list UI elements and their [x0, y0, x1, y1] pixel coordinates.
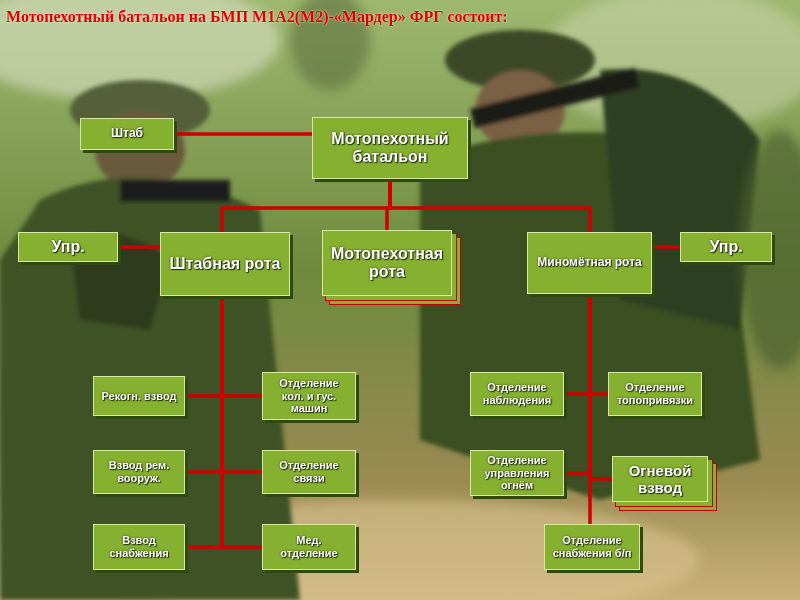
org-box: Отделение снабжения б/п [544, 524, 640, 570]
box-label: Мед. отделение [267, 534, 351, 559]
org-box: Штаб [80, 118, 174, 150]
org-box: Рекогн. взвод [93, 376, 185, 416]
connector [185, 296, 222, 472]
box-label: Отделение управления огнём [475, 454, 559, 492]
connector [185, 296, 222, 396]
org-box: Штабная рота [160, 232, 290, 296]
box-label: Упр. [51, 238, 84, 256]
box-label: Упр. [709, 238, 742, 256]
connector [222, 296, 262, 547]
org-box: Отделение связи [262, 450, 356, 494]
box-label: Миномётная рота [537, 256, 641, 270]
box-label: Отделение кол. и гус. машин [267, 377, 351, 415]
org-box: Мед. отделение [262, 524, 356, 570]
box-label: Штабная рота [170, 255, 281, 273]
box-label: Мотопехотная рота [327, 245, 447, 282]
connector [222, 296, 262, 396]
connector [222, 179, 390, 232]
connector [590, 294, 608, 394]
box-label: Огневой взвод [617, 462, 703, 497]
title: Мотопехотный батальон на БМП М1А2(М2)-«М… [6, 8, 508, 26]
org-box: Взвод снабжения [93, 524, 185, 570]
box-label: Мотопехотный батальон [317, 130, 463, 167]
connector [222, 296, 262, 472]
box-label: Отделение топопривязки [613, 381, 697, 406]
connector [174, 132, 312, 136]
org-box: Упр. [18, 232, 118, 262]
box-label: Отделение наблюдения [475, 381, 559, 406]
connector [652, 245, 680, 249]
org-box: Отделение кол. и гус. машин [262, 372, 356, 420]
org-box: Взвод рем. вооруж. [93, 450, 185, 494]
org-box: Отделение наблюдения [470, 372, 564, 416]
connector [118, 245, 160, 249]
org-box: Отделение топопривязки [608, 372, 702, 416]
connector [564, 294, 590, 394]
box-label: Взвод рем. вооруж. [98, 459, 180, 484]
org-box: Упр. [680, 232, 772, 262]
org-box: Мотопехотная рота [322, 230, 452, 296]
org-box: Огневой взвод [612, 456, 708, 502]
box-label: Взвод снабжения [98, 534, 180, 559]
box-label: Рекогн. взвод [101, 390, 176, 403]
soldier-left [0, 80, 300, 600]
connector [185, 296, 222, 547]
background-figures [290, 0, 800, 370]
box-label: Штаб [111, 127, 143, 141]
connector [588, 294, 592, 524]
org-box: Мотопехотный батальон [312, 117, 468, 179]
box-label: Отделение связи [267, 459, 351, 484]
org-box: Миномётная рота [527, 232, 652, 294]
box-label: Отделение снабжения б/п [549, 534, 635, 559]
org-box: Отделение управления огнём [470, 450, 564, 496]
connector [564, 294, 590, 473]
connector [390, 179, 590, 232]
